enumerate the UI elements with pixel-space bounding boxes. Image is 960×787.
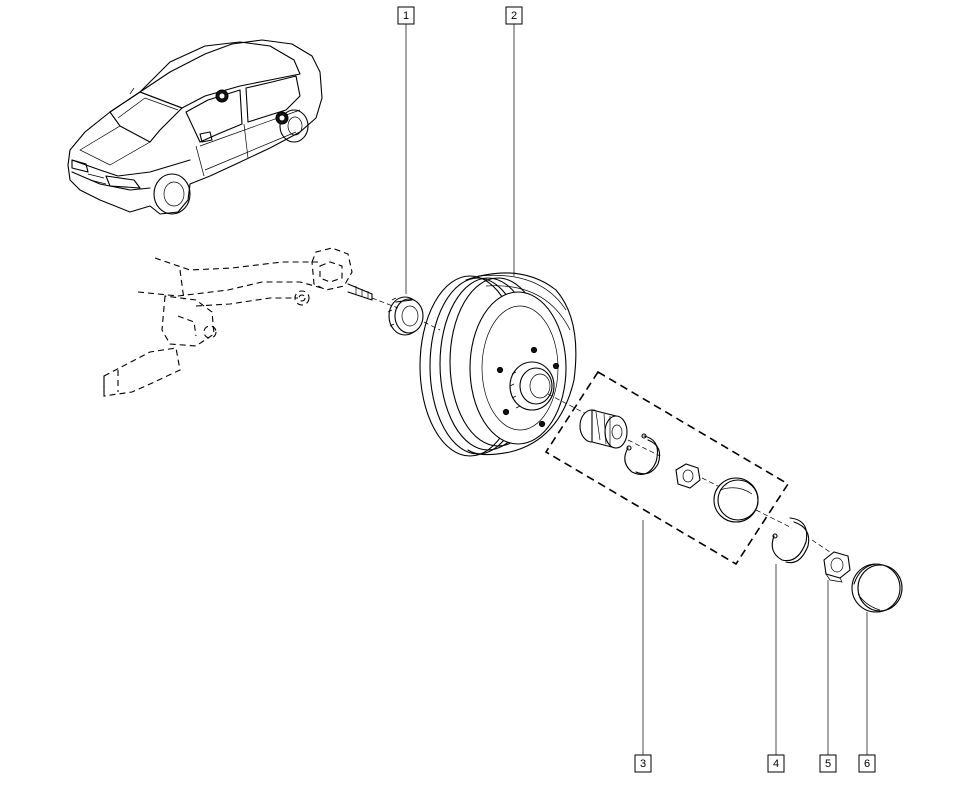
callout-1-label: 1 [403,10,409,22]
callout-5-label: 5 [825,758,831,770]
callout-4-label: 4 [773,758,779,770]
callout-3: 3 [634,754,652,773]
assembly-axis-line [371,297,837,557]
callout-4: 4 [767,754,785,773]
callout-2: 2 [505,6,523,25]
callout-2-label: 2 [511,10,517,22]
seal-ring-part [387,296,424,336]
callout-6: 6 [858,754,876,773]
brake-drum-part [419,272,577,457]
rear-axle-context [103,247,373,397]
callout-leaders [405,24,868,756]
circlip-part [771,517,810,564]
bearing-kit-part [544,370,790,566]
vehicle-illustration [67,39,323,215]
hub-nut-part [823,551,851,583]
callout-3-label: 3 [640,758,646,770]
callout-5: 5 [819,754,837,773]
callout-6-label: 6 [864,758,870,770]
hub-cap-part [851,563,903,613]
callout-1: 1 [397,6,415,25]
